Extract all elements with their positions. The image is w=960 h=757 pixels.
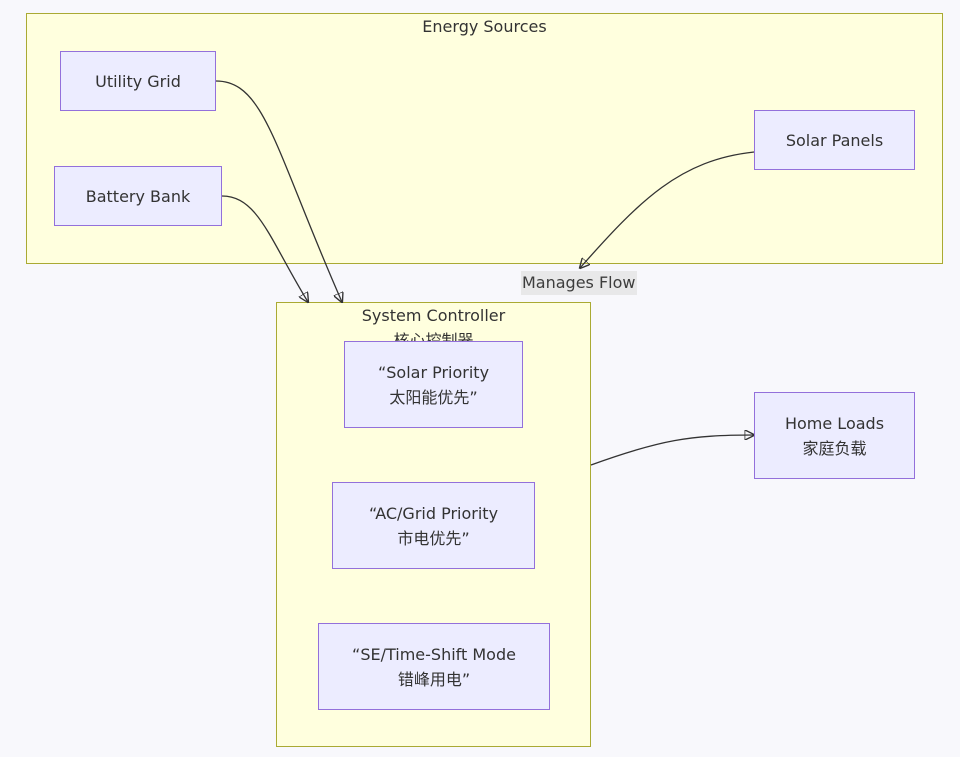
node-home-loads-line2: 家庭负载 [802,438,867,458]
node-solar-panels[interactable]: Solar Panels [754,110,915,170]
edge-controller-to-home-loads [590,435,754,466]
node-battery-bank[interactable]: Battery Bank [54,166,222,226]
node-solar-priority-line2: 太阳能优先” [389,387,478,407]
node-se-time-shift-mode[interactable]: “SE/Time-Shift Mode 错峰用电” [318,623,550,710]
node-utility-grid-label: Utility Grid [95,71,181,91]
node-ac-grid-priority-line1: “AC/Grid Priority [368,503,499,523]
node-se-time-shift-line1: “SE/Time-Shift Mode [352,644,516,664]
node-utility-grid[interactable]: Utility Grid [60,51,216,111]
node-solar-priority-line1: “Solar Priority [377,362,490,382]
edge-label-manages-flow: Manages Flow [521,271,637,295]
cluster-title-energy-sources: Energy Sources [422,17,547,36]
node-ac-grid-priority[interactable]: “AC/Grid Priority 市电优先” [332,482,535,569]
node-solar-priority[interactable]: “Solar Priority 太阳能优先” [344,341,523,428]
node-se-time-shift-line2: 错峰用电” [397,669,471,689]
node-home-loads-line1: Home Loads [784,413,885,433]
node-home-loads[interactable]: Home Loads 家庭负载 [754,392,915,479]
node-solar-panels-label: Solar Panels [785,130,884,150]
node-battery-bank-label: Battery Bank [85,186,191,206]
node-ac-grid-priority-line2: 市电优先” [397,528,470,548]
cluster-title-system-controller: System Controller [361,306,506,325]
